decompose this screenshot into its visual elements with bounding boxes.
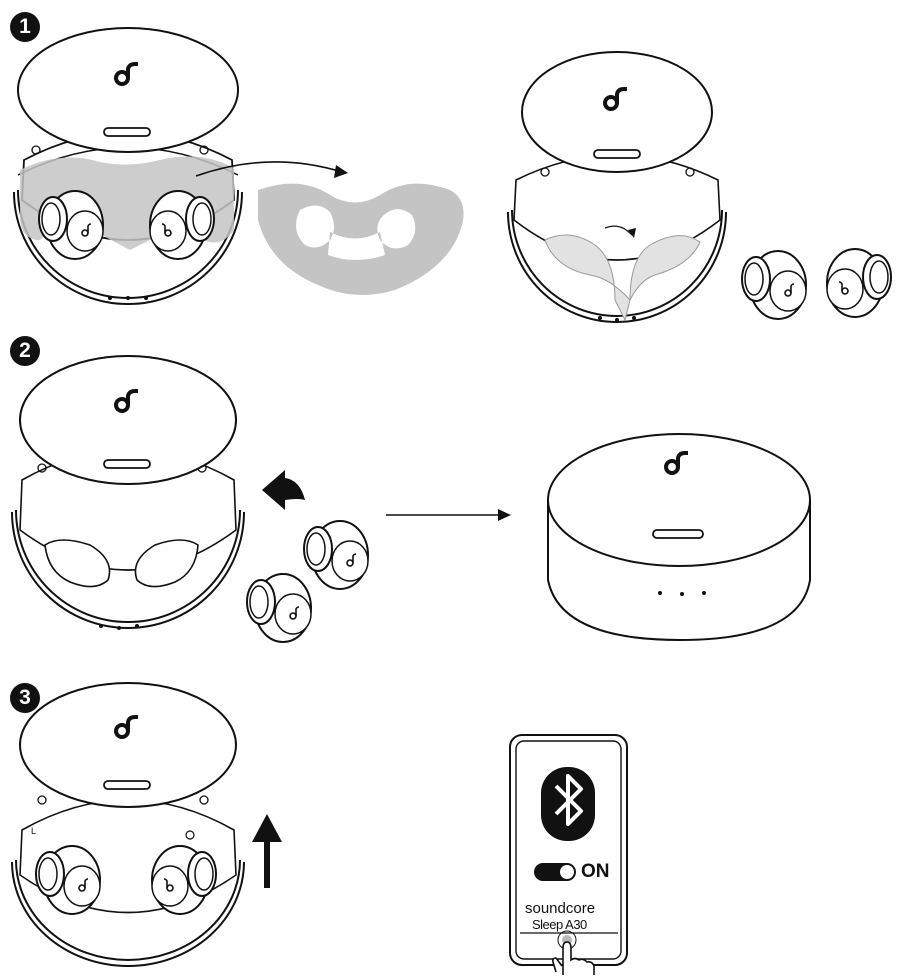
step2-case-closed bbox=[548, 434, 810, 640]
step1-earbud-right bbox=[827, 249, 891, 317]
step2-earbud-upper bbox=[304, 521, 368, 589]
removed-film bbox=[258, 184, 464, 295]
case-side-label-left: L bbox=[31, 826, 36, 836]
bluetooth-icon bbox=[541, 767, 595, 841]
phone-illustration bbox=[510, 735, 627, 975]
step1-case-right bbox=[508, 52, 726, 322]
up-arrow-icon bbox=[252, 814, 282, 888]
step1-case-with-film bbox=[14, 28, 242, 304]
toggle-switch-icon bbox=[534, 863, 576, 881]
device-name-line2[interactable]: Sleep A30 bbox=[532, 917, 587, 932]
device-name-line1: soundcore bbox=[525, 900, 595, 917]
step3-case-open bbox=[12, 683, 244, 966]
step1-earbud-left bbox=[742, 251, 806, 319]
step2-curved-arrow bbox=[262, 470, 305, 510]
step2-case-open bbox=[12, 356, 244, 630]
step2-earbud-lower bbox=[247, 574, 311, 642]
toggle-on-label: ON bbox=[581, 861, 610, 883]
